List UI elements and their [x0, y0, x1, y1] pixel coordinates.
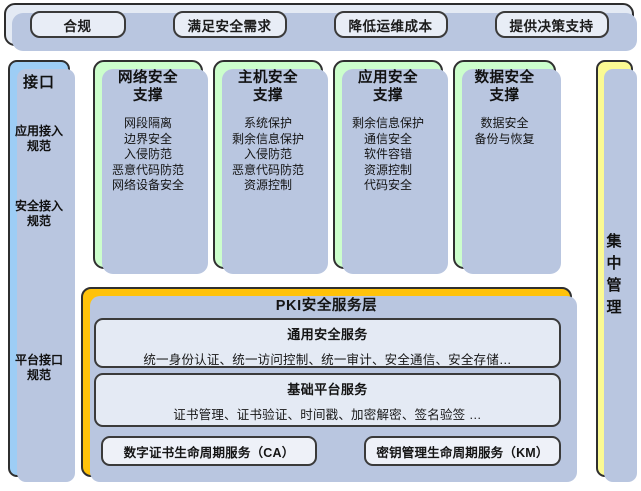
- pki-layer-title: PKI安全服务层: [275, 298, 378, 314]
- general-security-service-body: 统一身份认证、统一访问控制、统一审计、安全通信、安全存储…: [143, 353, 512, 367]
- pillar-item: 入侵防范: [243, 147, 292, 161]
- central-management-char: 管: [606, 277, 623, 294]
- pillar-data-security-title: 数据安全 支撑: [455, 69, 554, 105]
- pillar-network-security-items: 网段隔离 边界安全 入侵防范 恶意代码防范 网络设备安全: [95, 116, 201, 194]
- interface-spec-security-line2: 规范: [26, 214, 51, 228]
- pillar-data-security: 数据安全 支撑 数据安全 备份与恢复: [453, 60, 561, 274]
- goal-chip-compliance[interactable]: 合规: [29, 11, 126, 38]
- central-management-char: 中: [606, 255, 623, 272]
- pillar-application-security-title-line1: 应用安全: [358, 70, 418, 86]
- pillar-item: 入侵防范: [123, 147, 172, 161]
- certificate-lifecycle-service-ca[interactable]: 数字证书生命周期服务（CA）: [101, 436, 317, 466]
- interface-spec-security-line1: 安全接入: [14, 199, 63, 213]
- platform-service-title: 基础平台服务: [287, 382, 368, 397]
- pillar-host-security: 主机安全 支撑 系统保护 剩余信息保护 入侵防范 恶意代码防范 资源控制: [213, 60, 328, 274]
- pillar-item: 通信安全: [363, 131, 412, 146]
- interface-spec-application-line2: 规范: [26, 139, 51, 153]
- pillar-network-security-title: 网络安全 支撑: [95, 69, 201, 105]
- pillar-item: 剩余信息保护: [231, 131, 304, 146]
- pillar-item: 资源控制: [363, 162, 412, 177]
- pillar-item: 边界安全: [123, 131, 172, 146]
- goal-chip-reduce-ops-cost[interactable]: 降低运维成本: [333, 11, 448, 38]
- interface-spec-platform: 平台接口 规范: [10, 353, 68, 383]
- pillar-network-security-title-line1: 网络安全: [118, 70, 178, 86]
- pillar-item: 系统保护: [243, 116, 292, 130]
- pillar-host-security-title: 主机安全 支撑: [215, 69, 321, 105]
- central-management-char: 集: [606, 233, 623, 250]
- pillar-item: 剩余信息保护: [351, 116, 424, 130]
- central-management-column: 集 中 管 理: [596, 60, 637, 482]
- pillar-item: 资源控制: [243, 178, 292, 192]
- pillar-host-security-title-line2: 支撑: [253, 88, 283, 104]
- key-management-lifecycle-service-km[interactable]: 密钥管理生命周期服务（KM）: [364, 436, 561, 466]
- pillar-application-security-title: 应用安全 支撑: [335, 69, 441, 105]
- pillar-data-security-items: 数据安全 备份与恢复: [455, 116, 554, 147]
- central-management-label: 集 中 管 理: [598, 231, 631, 319]
- platform-service-panel: 基础平台服务 证书管理、证书验证、时间戳、加密解密、签名验签 …: [94, 373, 561, 427]
- central-management-char: 理: [606, 299, 623, 316]
- interface-spec-application-line1: 应用接入: [14, 124, 63, 138]
- interface-spec-platform-line1: 平台接口: [14, 353, 63, 367]
- general-security-service-panel: 通用安全服务 统一身份认证、统一访问控制、统一审计、安全通信、安全存储…: [94, 318, 561, 368]
- goal-chip-decision-support[interactable]: 提供决策支持: [494, 11, 609, 38]
- pillar-data-security-title-line2: 支撑: [489, 88, 520, 104]
- interface-spec-application: 应用接入 规范: [10, 124, 68, 154]
- goal-chip-security-needs[interactable]: 满足安全需求: [172, 11, 287, 38]
- pillar-application-security-title-line2: 支撑: [373, 88, 403, 104]
- platform-service-body: 证书管理、证书验证、时间戳、加密解密、签名验签 …: [173, 408, 482, 422]
- pillar-item: 网段隔离: [123, 116, 172, 130]
- pillar-application-security-items: 剩余信息保护 通信安全 软件容错 资源控制 代码安全: [335, 116, 441, 194]
- interface-column-title: 接口: [22, 74, 55, 91]
- pillar-item: 网络设备安全: [111, 178, 184, 192]
- pillar-item: 软件容错: [363, 147, 412, 161]
- pillar-host-security-items: 系统保护 剩余信息保护 入侵防范 恶意代码防范 资源控制: [215, 116, 321, 194]
- goals-bar: 合规 满足安全需求 降低运维成本 提供决策支持: [4, 3, 637, 51]
- pillar-application-security: 应用安全 支撑 剩余信息保护 通信安全 软件容错 资源控制 代码安全: [333, 60, 448, 274]
- general-security-service-title: 通用安全服务: [287, 327, 368, 342]
- pillar-item: 备份与恢复: [474, 131, 535, 146]
- interface-spec-platform-line2: 规范: [26, 368, 51, 382]
- interface-column: 接口 应用接入 规范 安全接入 规范 平台接口 规范: [8, 60, 75, 482]
- pillar-host-security-title-line1: 主机安全: [238, 70, 298, 86]
- pillar-network-security: 网络安全 支撑 网段隔离 边界安全 入侵防范 恶意代码防范 网络设备安全: [93, 60, 208, 274]
- pillar-item: 代码安全: [363, 178, 412, 192]
- pillar-item: 恶意代码防范: [231, 162, 304, 177]
- pillar-network-security-title-line2: 支撑: [133, 88, 163, 104]
- pillar-item: 数据安全: [480, 116, 529, 130]
- interface-spec-security: 安全接入 规范: [10, 199, 68, 229]
- pki-security-service-layer: PKI安全服务层 通用安全服务 统一身份认证、统一访问控制、统一审计、安全通信、…: [81, 287, 577, 482]
- pillar-item: 恶意代码防范: [111, 162, 184, 177]
- pillar-data-security-title-line1: 数据安全: [474, 70, 535, 86]
